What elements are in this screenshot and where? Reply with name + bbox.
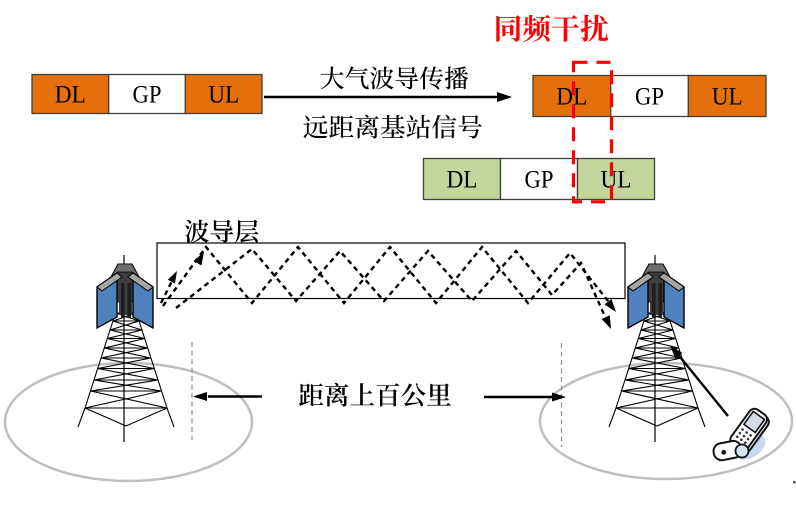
svg-text:GP: GP xyxy=(525,165,554,194)
svg-text:DL: DL xyxy=(447,165,478,194)
svg-text:UL: UL xyxy=(712,82,743,111)
svg-text:DL: DL xyxy=(556,82,587,111)
svg-text:DL: DL xyxy=(55,80,86,109)
svg-text:UL: UL xyxy=(208,80,239,109)
svg-text:GP: GP xyxy=(635,82,664,111)
svg-text:GP: GP xyxy=(133,80,162,109)
svg-text:UL: UL xyxy=(601,165,632,194)
